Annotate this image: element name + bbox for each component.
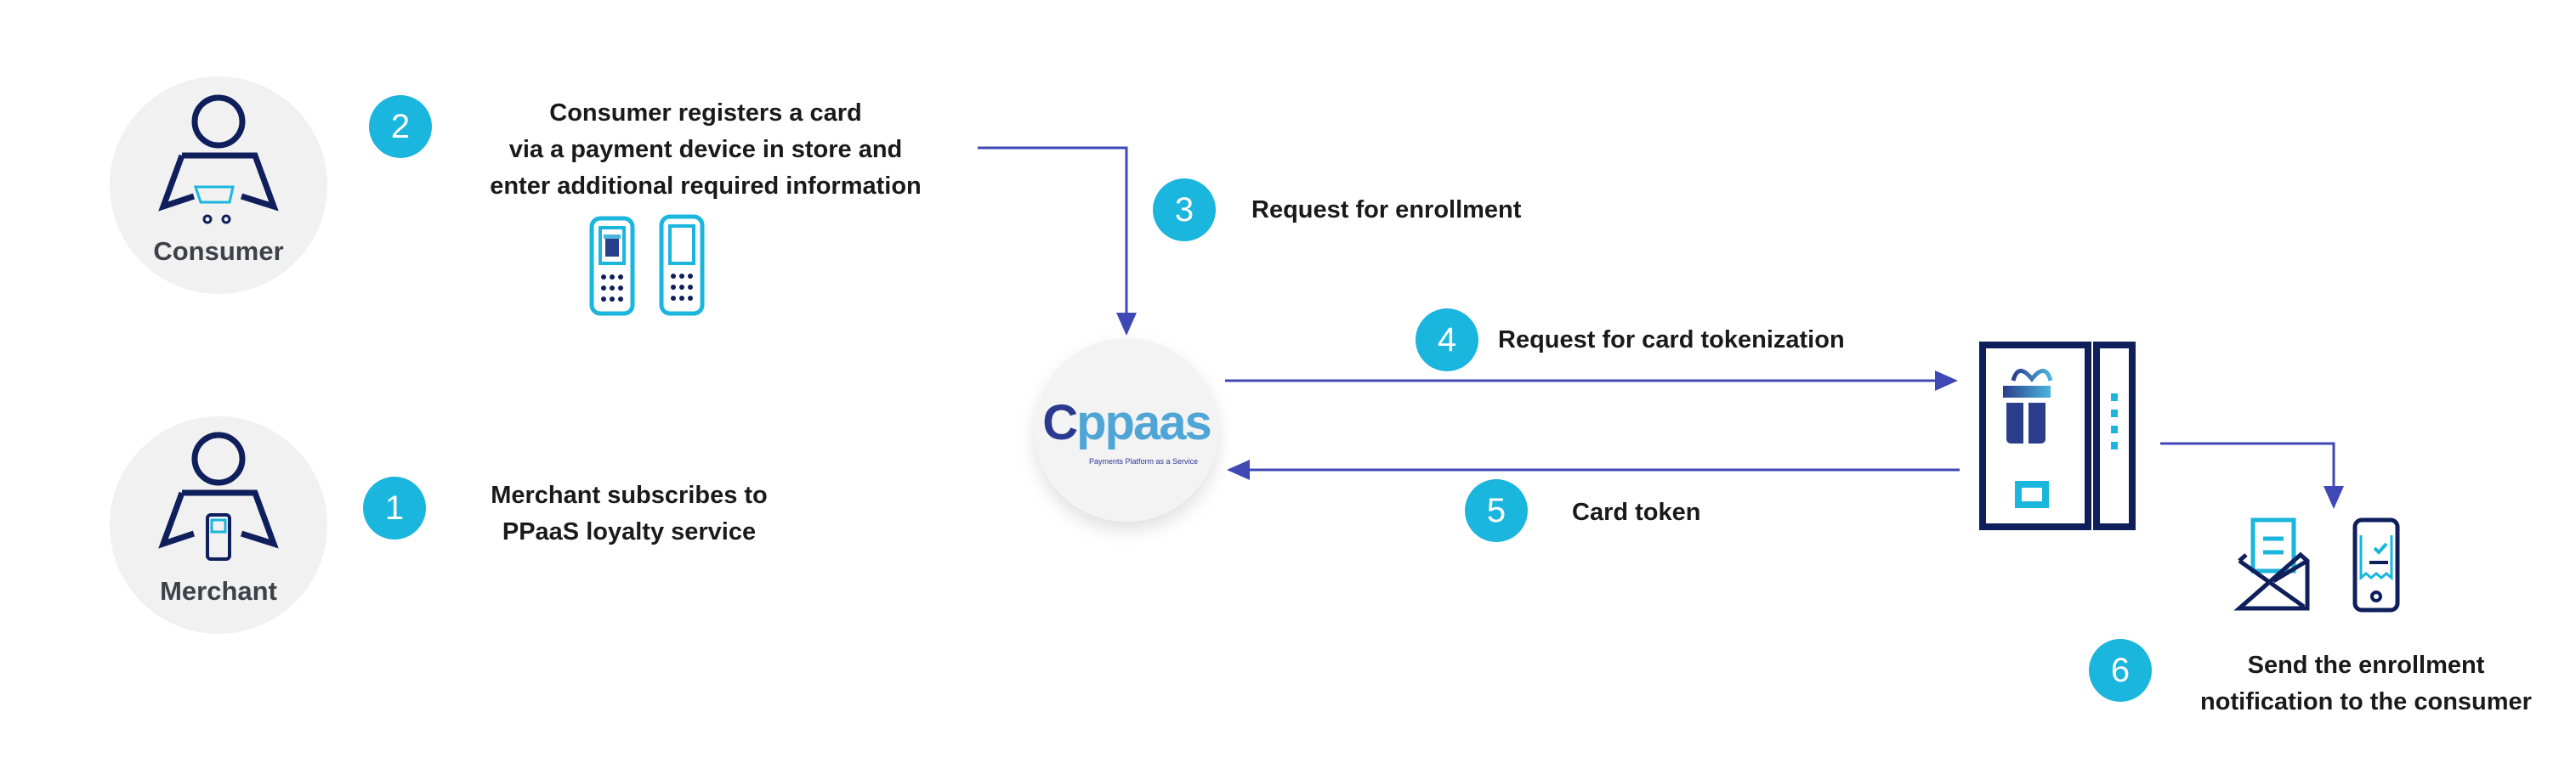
step-1-badge: 1 [363, 477, 426, 540]
mobile-receipt-icon [2352, 517, 2400, 613]
gift-icon [605, 238, 619, 257]
ppaas-logo: Cppaas Payments Platform as a Service [1042, 395, 1212, 466]
step-3-badge: 3 [1153, 178, 1216, 241]
step-1-line-2: PPaaS loyalty service [502, 518, 757, 545]
consumer-label: Consumer [153, 236, 284, 266]
step-6-line-1: Send the enrollment [2247, 652, 2485, 679]
step-6-line-2: notification to the consumer [2200, 688, 2532, 715]
step-2-badge: 2 [369, 95, 432, 158]
step-1-line-1: Merchant subscribes to [491, 482, 768, 509]
consumer-circle [110, 76, 327, 294]
merchant-actor [110, 416, 327, 634]
step-4-text: Request for card tokenization [1498, 326, 1845, 353]
person-with-cart-icon [158, 94, 279, 224]
person-with-terminal-icon [158, 432, 279, 561]
step-5-badge: 5 [1465, 479, 1528, 542]
logo-tagline: Payments Platform as a Service [1088, 457, 1199, 466]
loyalty-kiosk-icon [1979, 342, 2136, 530]
step-6-badge: 6 [2089, 639, 2152, 702]
arrow-notification [2160, 442, 2344, 509]
step-6-text: Send the enrollment notification to the … [2166, 647, 2566, 721]
step-1-text: Merchant subscribes to PPaaS loyalty ser… [459, 478, 799, 551]
step-4-badge: 4 [1416, 308, 1478, 371]
arrow-enrollment-request [978, 146, 1137, 336]
merchant-label: Merchant [160, 576, 277, 606]
step-3-text: Request for enrollment [1251, 196, 1522, 223]
step-2-line-1: Consumer registers a card [549, 99, 862, 127]
consumer-actor [110, 76, 327, 294]
step-2-line-2: via a payment device in store and [508, 136, 903, 163]
logo-text: ppaas [1076, 395, 1212, 450]
merchant-circle [110, 416, 327, 634]
email-notification-icon [2233, 517, 2310, 611]
step-2-text: Consumer registers a card via a payment … [446, 95, 965, 205]
payment-devices-icon [589, 214, 705, 316]
platform-circle [1035, 338, 1218, 522]
step-2-line-3: enter additional required information [490, 172, 922, 200]
step-5-text: Card token [1572, 499, 1701, 526]
